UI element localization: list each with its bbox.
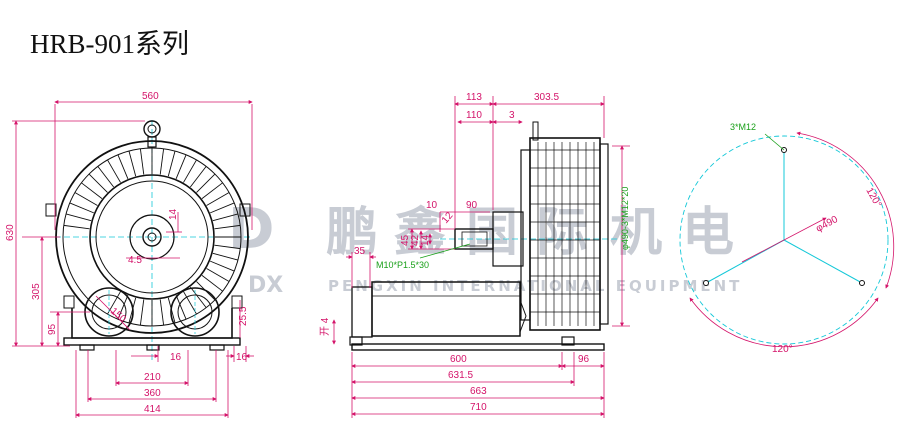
flange-angle-bottom: 120° <box>772 344 793 355</box>
dim-663: 663 <box>470 386 487 397</box>
flange-pcd: φ490 <box>814 214 840 235</box>
dim-base-360: 360 <box>144 388 161 399</box>
dim-base-210: 210 <box>144 372 161 383</box>
dim-600: 600 <box>450 354 467 365</box>
fin-line <box>183 291 197 315</box>
fin-line <box>167 150 176 177</box>
watermark-char-5: 机 <box>610 203 662 263</box>
outlet-port <box>170 287 220 337</box>
bolt-hole-left <box>703 280 709 286</box>
fin-line <box>214 244 241 250</box>
side-dimensions <box>332 96 630 418</box>
flange-spec: φ490-3*M12*20 <box>620 187 630 250</box>
dim-14-side: 14 <box>420 234 431 246</box>
fin-line <box>63 224 90 230</box>
fin-line <box>201 182 223 200</box>
flange-angle-right: 120° <box>863 186 883 209</box>
dim-16-a: 16 <box>170 352 182 363</box>
fin-line <box>69 202 94 214</box>
fin-line <box>212 252 239 261</box>
fin-line <box>214 224 241 230</box>
motor-shaft <box>142 227 162 247</box>
dim-base-414: 414 <box>144 404 161 415</box>
fin-line <box>65 213 92 222</box>
fin-line <box>212 213 239 222</box>
dim-10: 10 <box>426 200 438 211</box>
flange-view <box>679 131 895 348</box>
thread-spec: M10*P1.5*30 <box>376 260 429 270</box>
dim-110: 110 <box>466 110 482 121</box>
side-fins <box>530 142 600 326</box>
watermark-char-3: 国 <box>466 203 518 263</box>
flange-holes: 3*M12 <box>730 122 756 132</box>
fin-line <box>107 159 121 183</box>
fin-line <box>107 291 121 315</box>
dim-height-630: 630 <box>5 224 16 241</box>
thread-leader <box>419 243 471 259</box>
fin-line <box>97 166 115 188</box>
fin-line <box>74 192 98 206</box>
fin-line <box>206 192 230 206</box>
fin-line <box>201 274 223 292</box>
fin-line <box>159 299 165 326</box>
fin-line <box>139 148 145 175</box>
dim-25-5: 25.5 <box>238 306 249 326</box>
dim-3: 3 <box>509 110 515 121</box>
fin-line <box>183 159 197 183</box>
radial-right <box>783 239 863 284</box>
fin-line <box>175 154 187 179</box>
front-view <box>45 120 252 360</box>
watermark-char-6: 电 <box>682 203 734 263</box>
bolt-hole-right <box>859 280 865 286</box>
side-base <box>351 343 605 351</box>
dim-width-560: 560 <box>142 91 159 102</box>
foot-label: 开 4 <box>320 317 331 336</box>
page-title: HRB-901系列 <box>30 29 190 59</box>
watermark-char-2: 鑫 <box>394 203 446 263</box>
fin-line <box>159 148 165 175</box>
dim-45: 45 <box>400 234 411 246</box>
fin-line <box>189 166 207 188</box>
dim-90: 90 <box>466 200 478 211</box>
fin-line <box>196 173 216 193</box>
dim-height-95: 95 <box>47 323 58 335</box>
fin-line <box>189 286 207 308</box>
watermark-logo: DX <box>248 273 283 298</box>
dim-96: 96 <box>578 354 590 365</box>
fin-line <box>206 268 230 282</box>
dim-42: 42 <box>410 234 421 246</box>
watermark-english: PENGXIN INTERNATIONAL EQUIPMENT <box>328 277 742 295</box>
fin-line <box>210 202 235 214</box>
cooling-fins <box>63 148 241 326</box>
dim-631-5: 631.5 <box>448 370 473 381</box>
dim-35: 35 <box>354 246 366 257</box>
dim-113: 113 <box>466 92 482 103</box>
dim-16-b: 16 <box>236 352 248 363</box>
dim-303-5: 303.5 <box>534 92 559 103</box>
fin-line <box>175 295 187 320</box>
fin-line <box>88 173 108 193</box>
fin-line <box>81 182 103 200</box>
fin-line <box>139 299 145 326</box>
fin-line <box>210 260 235 272</box>
fin-line <box>117 295 129 320</box>
dim-height-305: 305 <box>31 283 42 300</box>
dim-710: 710 <box>470 402 487 413</box>
side-view <box>349 121 620 351</box>
dim-4-5: 4.5 <box>128 255 142 266</box>
watermark-logo-glyph: D <box>228 197 274 262</box>
front-dimensions <box>12 100 254 418</box>
fin-line <box>128 150 137 177</box>
fin-line <box>117 154 129 179</box>
dim-14: 14 <box>168 208 179 220</box>
